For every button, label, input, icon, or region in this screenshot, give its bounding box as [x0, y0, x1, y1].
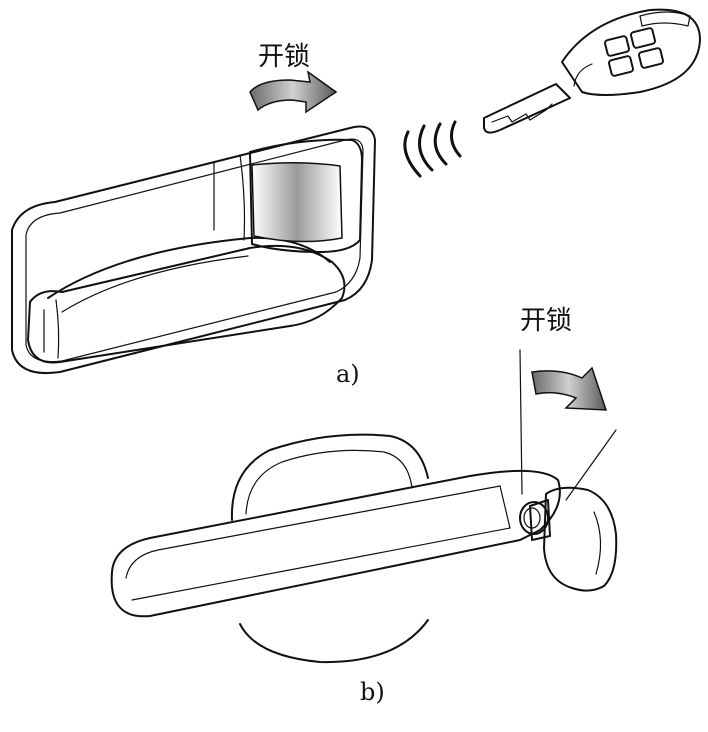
- caption-b: b): [360, 680, 385, 704]
- unlock-label-a: 开锁: [258, 44, 310, 70]
- remote-key-fob: [484, 10, 700, 133]
- pull-handle-b: [112, 350, 617, 662]
- signal-waves-icon: [405, 122, 460, 176]
- caption-a: a): [336, 362, 360, 386]
- unlock-label-b: 开锁: [520, 308, 572, 334]
- recessed-handle-a: [12, 72, 375, 373]
